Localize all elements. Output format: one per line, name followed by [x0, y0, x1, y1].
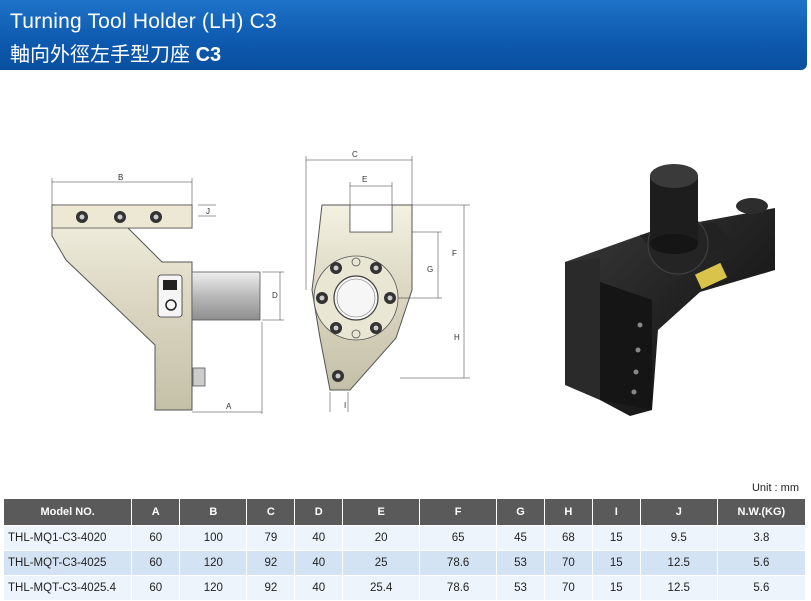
col-header-f: F	[419, 498, 498, 526]
cell-h: 70	[543, 550, 593, 576]
cell-d: 40	[294, 550, 344, 576]
technical-drawing: B J D A C E	[51, 150, 775, 416]
col-header-c: C	[246, 498, 296, 526]
table-row: THL-MQ1-C3-4020 60 100 79 40 20 65 45 68…	[2, 525, 807, 551]
cell-b: 100	[179, 525, 248, 551]
cell-c: 92	[246, 550, 296, 576]
label-e: E	[362, 175, 367, 184]
table-header-row: Model NO. A B C D E F G H I J N.W.(KG)	[2, 498, 807, 526]
col-header-d: D	[294, 498, 344, 526]
cell-f: 78.6	[419, 575, 498, 601]
cell-f: 78.6	[419, 550, 498, 576]
label-g: G	[427, 265, 433, 274]
title-banner: Turning Tool Holder (LH) C3 軸向外徑左手型刀座 C3	[0, 0, 807, 70]
unit-label: Unit : mm	[751, 482, 799, 494]
col-header-model: Model NO.	[2, 498, 133, 526]
table-row: THL-MQT-C3-4025 60 120 92 40 25 78.6 53 …	[2, 550, 807, 576]
spec-table: Model NO. A B C D E F G H I J N.W.(KG) T…	[2, 498, 807, 601]
label-c: C	[352, 150, 358, 159]
label-b: B	[118, 173, 123, 182]
cell-c: 92	[246, 575, 296, 601]
cell-b: 120	[179, 575, 248, 601]
cell-e: 25.4	[342, 575, 421, 601]
label-d: D	[272, 291, 278, 300]
cell-i: 15	[591, 525, 641, 551]
title-chinese: 軸向外徑左手型刀座 C3	[10, 38, 221, 67]
title-english: Turning Tool Holder (LH) C3	[10, 10, 277, 33]
cell-a: 60	[131, 575, 181, 601]
cell-j: 9.5	[639, 525, 718, 551]
cell-g: 53	[496, 575, 545, 601]
label-j: J	[206, 207, 210, 216]
cell-g: 53	[496, 550, 545, 576]
cell-nw: 3.8	[716, 525, 807, 551]
cell-nw: 5.6	[716, 550, 807, 576]
cell-j: 12.5	[639, 550, 718, 576]
col-header-g: G	[496, 498, 545, 526]
col-header-h: H	[543, 498, 593, 526]
title-code: C3	[195, 44, 222, 66]
col-header-j: J	[639, 498, 718, 526]
cell-model: THL-MQT-C3-4025.4	[2, 575, 133, 601]
product-render	[565, 164, 775, 416]
cell-e: 25	[342, 550, 421, 576]
cell-d: 40	[294, 575, 344, 601]
cell-c: 79	[246, 525, 296, 551]
cell-i: 15	[591, 575, 641, 601]
cell-nw: 5.6	[716, 575, 807, 601]
title-chinese-text: 軸向外徑左手型刀座	[10, 44, 190, 66]
col-header-a: A	[131, 498, 181, 526]
cell-a: 60	[131, 550, 181, 576]
cell-j: 12.5	[639, 575, 718, 601]
label-f: F	[452, 249, 457, 258]
cell-d: 40	[294, 525, 344, 551]
col-header-i: I	[591, 498, 641, 526]
cell-model: THL-MQT-C3-4025	[2, 550, 133, 576]
label-i: I	[344, 401, 346, 410]
label-a: A	[226, 402, 232, 411]
cell-b: 120	[179, 550, 248, 576]
cell-h: 68	[543, 525, 593, 551]
cell-i: 15	[591, 550, 641, 576]
col-header-b: B	[179, 498, 248, 526]
cell-g: 45	[496, 525, 545, 551]
col-header-nw: N.W.(KG)	[716, 498, 807, 526]
col-header-e: E	[342, 498, 421, 526]
cell-a: 60	[131, 525, 181, 551]
cell-f: 65	[419, 525, 498, 551]
cell-model: THL-MQ1-C3-4020	[2, 525, 133, 551]
cell-h: 70	[543, 575, 593, 601]
label-h: H	[454, 333, 460, 342]
side-view: B J D A	[51, 173, 284, 414]
cell-e: 20	[342, 525, 421, 551]
front-view: C E G F H I	[305, 150, 470, 412]
table-row: THL-MQT-C3-4025.4 60 120 92 40 25.4 78.6…	[2, 575, 807, 601]
